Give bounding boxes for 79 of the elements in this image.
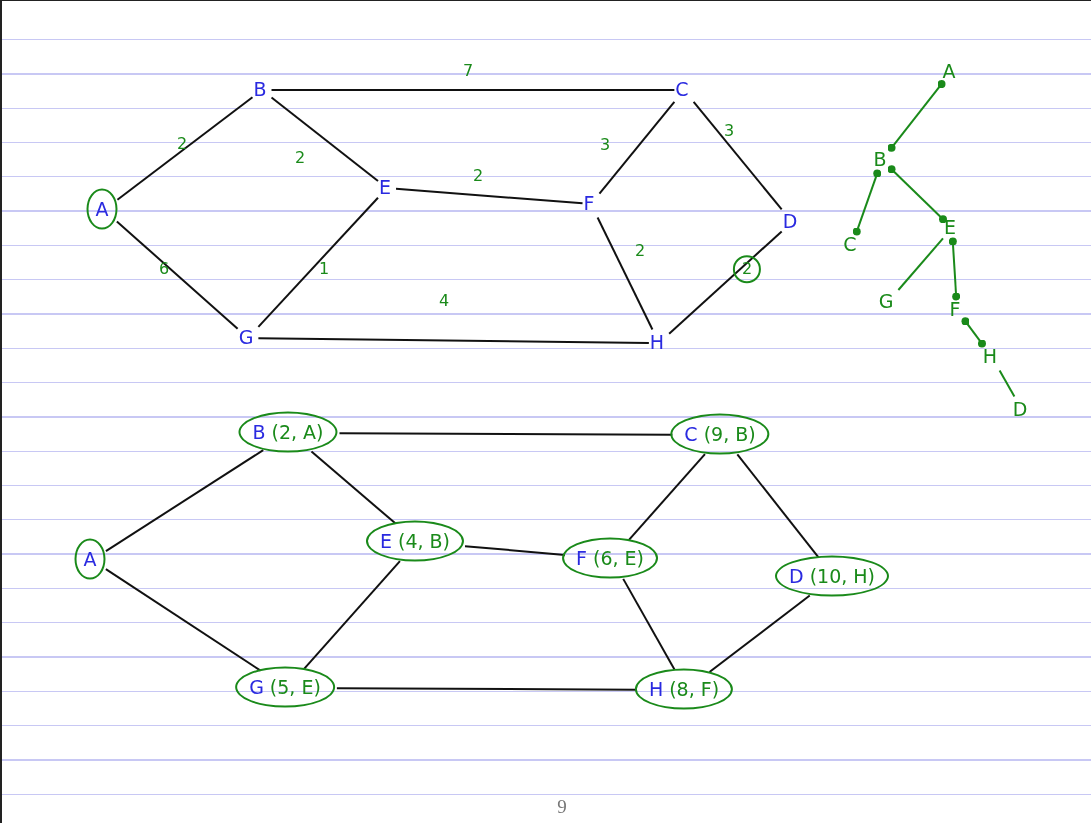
graph-edge bbox=[596, 216, 654, 331]
circled-vertex bbox=[238, 411, 338, 453]
edge-weight: 4 bbox=[438, 292, 450, 310]
vertex-label: B bbox=[252, 420, 266, 443]
vertex-label: F bbox=[583, 192, 595, 214]
vertex-label: H bbox=[648, 677, 664, 700]
tree-branch bbox=[887, 80, 946, 152]
graph-edge bbox=[668, 230, 783, 335]
distance-label: (10, H) bbox=[809, 564, 875, 587]
vertex-label: H bbox=[649, 331, 665, 353]
tree-vertex-label: D bbox=[1012, 398, 1028, 420]
vertex-label: D bbox=[789, 564, 804, 587]
edge-weight: 6 bbox=[158, 260, 170, 278]
edge-weight: 2 bbox=[472, 167, 484, 185]
tree-vertex-label: H bbox=[982, 345, 998, 367]
tree-vertex-label: G bbox=[878, 290, 894, 312]
tree-branch bbox=[887, 165, 947, 224]
circled-vertex bbox=[86, 188, 118, 230]
distance-label: (8, F) bbox=[669, 677, 720, 700]
graph-edge bbox=[257, 337, 650, 344]
vertex-label: E bbox=[380, 529, 392, 552]
distance-label: (2, A) bbox=[271, 420, 324, 443]
circled-edge-weight: 2 bbox=[732, 255, 762, 283]
vertex-label: B bbox=[253, 78, 267, 100]
edge-weight: 3 bbox=[599, 136, 611, 154]
edge-weight: 1 bbox=[318, 260, 330, 278]
graph-edge bbox=[708, 594, 811, 674]
graph-edge bbox=[104, 568, 262, 672]
circled-vertex bbox=[235, 666, 335, 708]
edge-weight: 2 bbox=[176, 135, 188, 153]
vertex-label: G bbox=[249, 675, 264, 698]
vertex-label: G bbox=[238, 326, 254, 348]
tree-branch bbox=[852, 169, 882, 236]
graph-edge bbox=[115, 220, 239, 330]
tree-branch bbox=[961, 317, 986, 348]
circled-vertex bbox=[562, 537, 658, 579]
distance-label: (6, E) bbox=[592, 546, 644, 569]
edge-weight: 2 bbox=[294, 149, 306, 167]
graph-edge bbox=[335, 687, 638, 691]
circled-vertex bbox=[634, 668, 734, 710]
graph-edge bbox=[257, 196, 379, 328]
graph-edge bbox=[104, 449, 265, 553]
graph-edge bbox=[736, 453, 820, 559]
graph-edge bbox=[395, 187, 584, 205]
distance-label: (9, B) bbox=[703, 422, 756, 445]
graph-edge bbox=[692, 100, 783, 211]
tree-vertex-label: A bbox=[942, 60, 956, 82]
distance-label: (4, B) bbox=[398, 529, 450, 552]
graph-edge bbox=[270, 96, 379, 182]
vertex-label: A bbox=[83, 547, 97, 570]
graph-edge bbox=[270, 89, 676, 91]
graph-edge bbox=[622, 577, 676, 672]
tree-vertex-label: C bbox=[843, 233, 857, 255]
edge-weight: 3 bbox=[723, 122, 735, 140]
graph-edge bbox=[303, 560, 401, 670]
vertex-label: C bbox=[684, 422, 698, 445]
circled-vertex bbox=[74, 538, 106, 580]
vertex-label: E bbox=[379, 176, 391, 198]
circled-vertex bbox=[366, 520, 464, 562]
vertex-label: C bbox=[675, 78, 689, 100]
page-number: 9 bbox=[557, 796, 567, 818]
circled-vertex bbox=[670, 413, 770, 455]
edge-weight: 7 bbox=[462, 62, 474, 80]
circled-vertex bbox=[775, 555, 889, 597]
tree-branch bbox=[998, 369, 1016, 398]
vertex-label: D bbox=[782, 210, 798, 232]
graph-edge bbox=[598, 100, 676, 195]
tree-branch bbox=[948, 237, 961, 301]
tree-vertex-label: E bbox=[944, 216, 956, 238]
distance-label: (5, E) bbox=[269, 675, 321, 698]
graph-edge bbox=[627, 453, 706, 541]
tree-vertex-label: B bbox=[873, 148, 887, 170]
tree-vertex-label: F bbox=[949, 298, 961, 320]
vertex-label: F bbox=[576, 546, 587, 569]
graph-edge bbox=[310, 450, 397, 525]
edge-weight: 2 bbox=[634, 242, 646, 260]
graph-edge bbox=[116, 96, 254, 201]
vertex-label: A bbox=[95, 197, 109, 220]
tree-branch bbox=[897, 237, 944, 291]
